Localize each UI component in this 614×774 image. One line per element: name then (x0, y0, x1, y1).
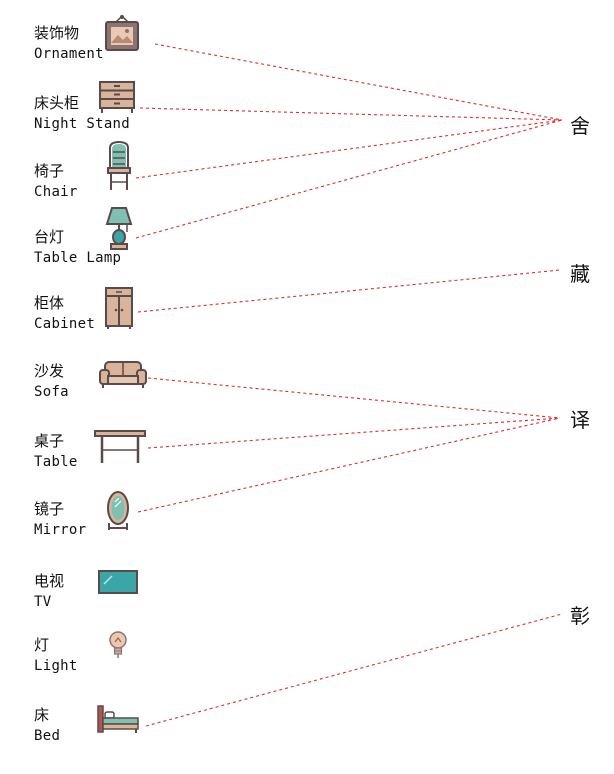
item-label-zh: 桌子 (34, 432, 65, 450)
item-label-zh: 灯 (34, 636, 50, 654)
item-table: 桌子 Table (0, 430, 280, 500)
item-bed: 床 Bed (0, 704, 280, 774)
category-she: 舍 (570, 113, 590, 138)
item-chair: 椅子 Chair (0, 160, 280, 230)
item-cabinet: 柜体 Cabinet (0, 292, 280, 362)
item-table-lamp: 台灯 Table Lamp (0, 226, 280, 296)
table-lamp-icon (105, 206, 133, 250)
night-stand-icon (98, 80, 136, 114)
item-label-en: TV (34, 594, 52, 610)
bed-icon (96, 704, 140, 734)
item-night-stand: 床头柜 Night Stand (0, 92, 280, 162)
connection-line (135, 119, 563, 239)
connection-line (139, 107, 563, 121)
connection-line (147, 417, 561, 449)
category-yi: 译 (570, 407, 590, 432)
item-label-en: Cabinet (34, 316, 96, 332)
item-ornament: 装饰物 Ornament (0, 22, 280, 92)
item-label-zh: 沙发 (34, 362, 65, 380)
category-zhang: 彰 (570, 603, 590, 628)
item-label-en: Table Lamp (34, 250, 122, 266)
sofa-icon (98, 360, 148, 390)
item-label-en: Light (34, 658, 78, 674)
cabinet-icon (104, 286, 134, 330)
connection-line (137, 417, 561, 513)
item-label-zh: 台灯 (34, 228, 65, 246)
item-label-zh: 镜子 (34, 500, 65, 518)
item-label-en: Table (34, 454, 78, 470)
item-label-en: Mirror (34, 522, 87, 538)
mirror-icon (106, 490, 130, 532)
item-label-en: Sofa (34, 384, 69, 400)
chair-icon (106, 140, 132, 192)
table-icon (94, 430, 146, 464)
picture-frame-icon (104, 14, 140, 52)
item-label-zh: 装饰物 (34, 24, 80, 42)
item-sofa: 沙发 Sofa (0, 360, 280, 430)
item-light: 灯 Light (0, 634, 280, 704)
item-label-en: Chair (34, 184, 78, 200)
connection-line (137, 269, 561, 313)
item-label-zh: 电视 (34, 572, 65, 590)
item-label-en: Bed (34, 728, 61, 744)
connection-line (147, 377, 561, 419)
light-bulb-icon (108, 630, 128, 660)
item-mirror: 镜子 Mirror (0, 498, 280, 568)
item-label-zh: 床头柜 (34, 94, 80, 112)
category-cang: 藏 (570, 261, 590, 286)
item-label-en: Night Stand (34, 116, 131, 132)
item-label-zh: 床 (34, 706, 50, 724)
item-tv: 电视 TV (0, 570, 280, 640)
tv-icon (98, 570, 138, 594)
item-label-zh: 椅子 (34, 162, 65, 180)
item-label-en: Ornament (34, 46, 104, 62)
item-label-zh: 柜体 (34, 294, 65, 312)
